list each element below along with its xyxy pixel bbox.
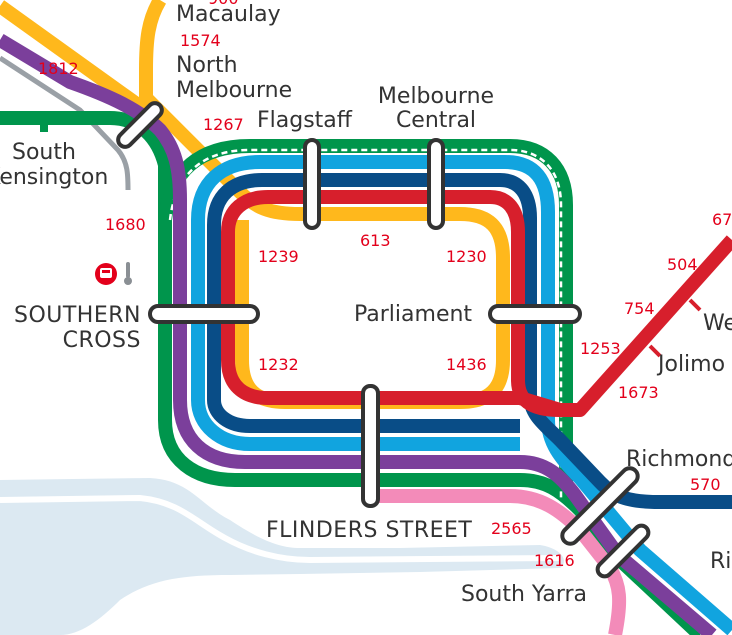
station-markers (115, 100, 652, 580)
segment-number: 1574 (180, 31, 221, 50)
station-flagstaff: Flagstaff (257, 108, 352, 133)
marker-flagstaff[interactable] (303, 138, 321, 230)
station-melbourne-central-line1: Melbourne (377, 84, 495, 109)
segment-number: 1616 (534, 551, 575, 570)
station-flinders-street: FLINDERS STREET (266, 518, 473, 543)
segment-number: 1232 (258, 355, 299, 374)
river-bank (0, 494, 561, 564)
segment-number: 1253 (580, 339, 621, 358)
station-west-richmond: We (703, 311, 732, 336)
red-line (221, 190, 732, 417)
segment-number: 1239 (258, 247, 299, 266)
segment-number: 613 (360, 231, 391, 250)
segment-number: 504 (667, 255, 698, 274)
segment-number: 1267 (203, 115, 244, 134)
segment-number: 570 (690, 475, 721, 494)
marker-flinders-street[interactable] (361, 384, 380, 508)
segment-number: 67 (712, 210, 732, 229)
station-south-kensington-line1: South (12, 140, 76, 165)
segment-number: 1673 (618, 383, 659, 402)
marker-south-yarra[interactable] (595, 523, 652, 580)
line-ticks (648, 298, 702, 358)
station-southern-cross-line2: CROSS (62, 328, 141, 353)
station-macaulay: Macaulay (176, 2, 281, 27)
station-parliament: Parliament (354, 302, 473, 327)
segment-number: 2565 (491, 519, 532, 538)
tram-stop-icon (124, 262, 132, 285)
station-south-kensington-line2: Kensington (0, 165, 109, 190)
segment-number: 1230 (446, 247, 487, 266)
station-melbourne-central-line2: Central (395, 108, 477, 133)
cyan-line (191, 155, 732, 635)
south-kensington-tick (40, 118, 48, 132)
segment-number: 1680 (105, 215, 146, 234)
marker-richmond[interactable] (559, 465, 641, 547)
segment-number: 1812 (38, 59, 79, 78)
segment-number: 900 (208, 0, 239, 8)
marker-north-melbourne[interactable] (115, 100, 164, 149)
station-richmond: Richmond (626, 447, 732, 472)
segment-number: 754 (624, 299, 655, 318)
marker-parliament[interactable] (488, 304, 582, 324)
station-southern-cross-line1: SOUTHERN (13, 303, 141, 328)
station-south-yarra: South Yarra (461, 582, 588, 607)
marker-southern-cross[interactable] (148, 304, 260, 324)
station-east-richmond: Ri (710, 549, 732, 574)
marker-melbourne-central[interactable] (427, 138, 445, 230)
bus-icon (95, 263, 117, 285)
purple-line (0, 33, 717, 635)
station-north-melbourne-line2: Melbourne (176, 78, 293, 103)
grey-line (0, 55, 131, 191)
segment-number: 1436 (446, 355, 487, 374)
station-jolimont: Jolimo (658, 352, 726, 377)
station-north-melbourne-line1: North (176, 53, 238, 78)
